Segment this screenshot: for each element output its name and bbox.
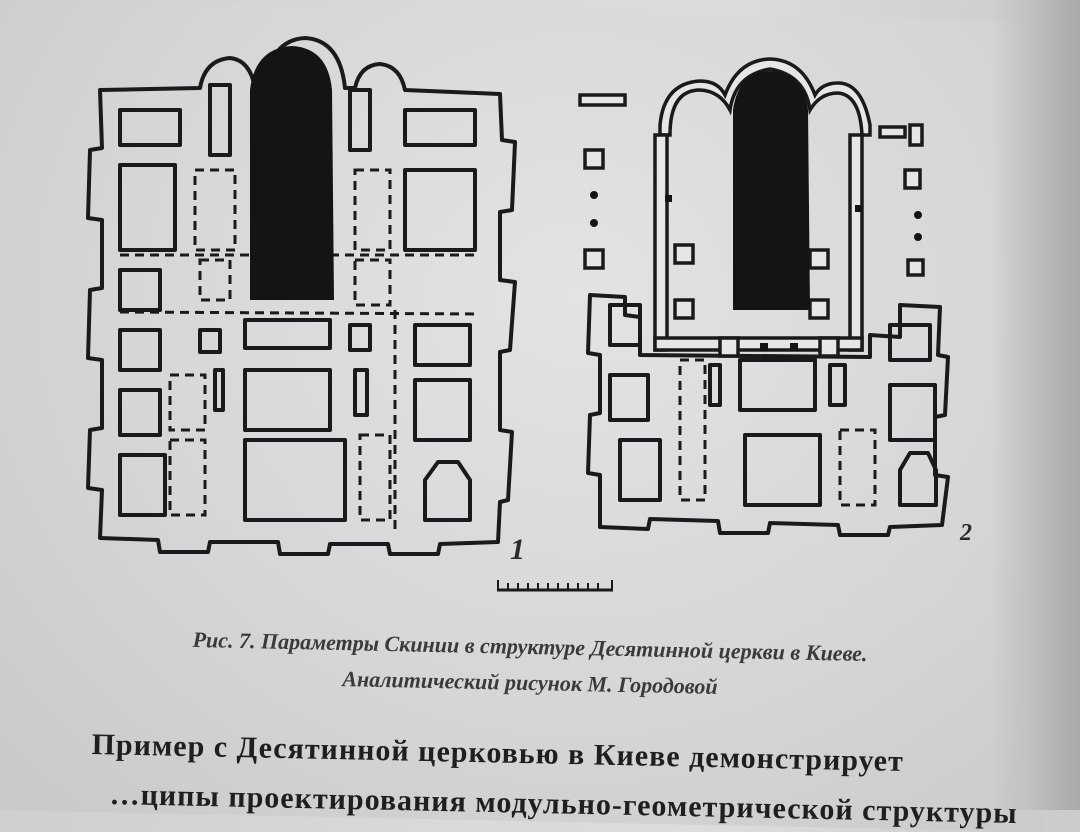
plan-2-number: 2 (960, 520, 972, 546)
plan-1-number: 1 (510, 533, 525, 566)
floor-plan-2 (578, 57, 950, 537)
page-edge-shadow (990, 0, 1080, 810)
floor-plan-1 (86, 36, 517, 556)
scale-bar (497, 580, 613, 592)
